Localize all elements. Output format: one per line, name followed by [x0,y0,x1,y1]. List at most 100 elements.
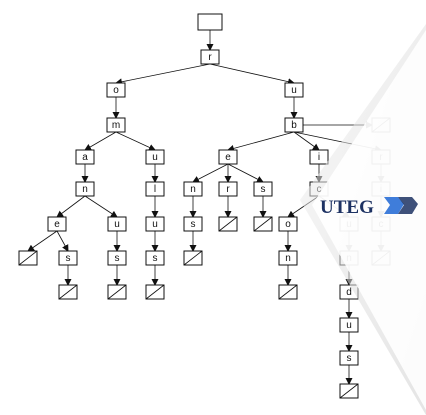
trie-node: r [218,181,238,197]
null-node [253,216,273,232]
node-label: r [208,52,212,63]
edge-b-to-i1 [293,131,320,151]
node-box [145,149,165,165]
node-box [284,117,304,133]
node-box [58,250,78,266]
edge-b-to-e1 [227,131,295,152]
trie-node: b [284,117,304,133]
uteg-watermark: UTEG [300,24,426,415]
watermark-logo-mark-dark [398,197,418,214]
node-box [278,250,298,266]
node-label: s [191,219,196,230]
node-box [145,250,165,266]
node-label: n [82,184,88,195]
trie-node: u [145,216,165,232]
node-label: s [115,253,120,264]
trie-node: m [106,117,126,133]
edge-m-to-a [84,131,117,151]
trie-node: s [145,250,165,266]
page-fold [312,30,426,410]
node-box [75,149,95,165]
null-node [145,284,165,300]
node-label: d [346,287,352,298]
edge-r-to-u1 [209,63,295,86]
node-box [218,181,238,197]
node-box [200,49,220,65]
node-box [106,82,126,98]
trie-node: s [58,250,78,266]
edge-n1-to-u3 [84,195,118,218]
node-box [106,117,126,133]
node-box [145,181,165,197]
node-box [197,13,223,31]
node-box [284,82,304,98]
null-slash [18,250,38,266]
null-slash [145,284,165,300]
edge-n1-to-e2 [56,195,86,218]
node-box [339,317,359,333]
trie-node: a [75,149,95,165]
trie-node: n [183,181,203,197]
node-label: s [66,253,71,264]
watermark-logo-mark [384,197,404,214]
trie-node: l [145,181,165,197]
node-box [145,216,165,232]
node-box [47,216,67,232]
trie-node: e [47,216,67,232]
trie-node: u [145,149,165,165]
node-label: i [318,152,320,163]
node-label: n [190,184,196,195]
node-box [183,181,203,197]
node-label: u [346,320,352,331]
null-slash [107,284,127,300]
node-label: u [152,219,158,230]
edge-e1-to-s1 [227,163,264,183]
null-slash [253,216,273,232]
null-node [58,284,78,300]
edge-e2-to-s3 [56,230,69,252]
trie-node: o [278,216,298,232]
trie-node: s [107,250,127,266]
node-label: m [112,120,120,131]
null-node [218,216,238,232]
trie-node: n [278,250,298,266]
null-slash [218,216,238,232]
node-label: r [226,184,230,195]
edge-m-to-u2 [115,131,156,151]
null-slash [339,383,359,399]
trie-node: u [284,82,304,98]
null-slash [183,250,203,266]
node-box [107,250,127,266]
node-box [107,216,127,232]
node-label: o [285,219,291,230]
null-node [18,250,38,266]
node-box [253,181,273,197]
edge-e1-to-n2 [192,163,229,183]
node-label: s [153,253,158,264]
node-box [75,181,95,197]
node-label: l [154,184,156,195]
null-node [183,250,203,266]
node-label: a [82,152,88,163]
edge-e2-to-e2_null [27,230,58,252]
node-label: s [261,184,266,195]
node-box [278,216,298,232]
null-node [339,383,359,399]
node-box [309,149,329,165]
trie-node: n [75,181,95,197]
node-label: u [114,219,120,230]
null-slash [58,284,78,300]
trie-node: s [183,216,203,232]
trie-node: r [200,49,220,65]
node-label: s [347,353,352,364]
node-label: n [285,253,291,264]
trie-node: o [106,82,126,98]
watermark-logo-text: UTEG [320,197,374,218]
node-box [218,149,238,165]
null-node [107,284,127,300]
node-box [183,216,203,232]
node-box [339,350,359,366]
node-label: e [225,152,231,163]
trie-node: e [218,149,238,165]
